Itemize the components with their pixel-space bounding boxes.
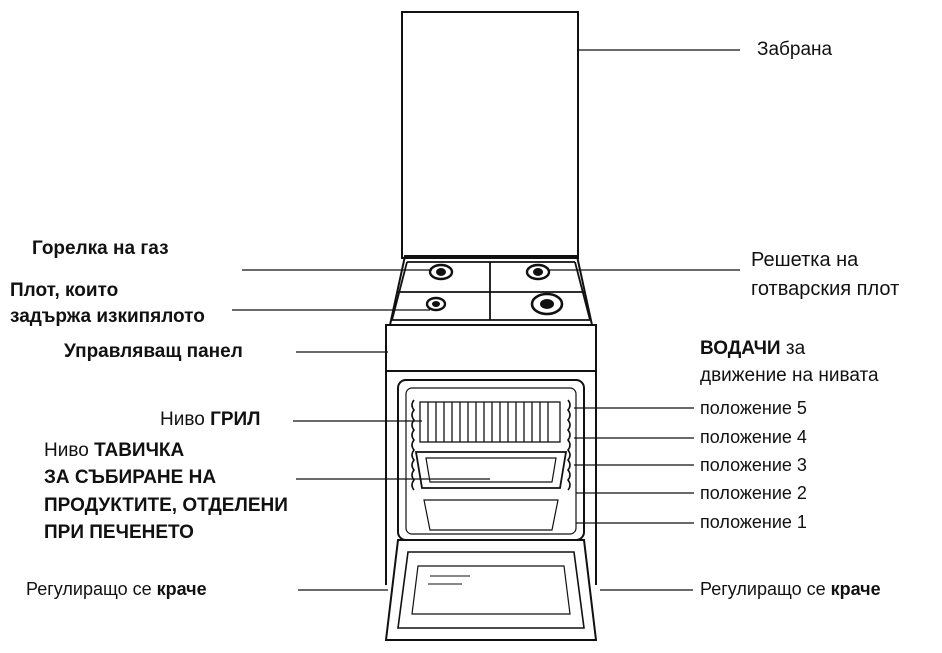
label-tray-prefix: Ниво (44, 440, 95, 461)
label-position-3: положение 3 (700, 455, 807, 475)
label-spill-top-line1: Плот, които (10, 280, 119, 301)
label-grill-level-bold: ГРИЛ (210, 409, 261, 430)
label-position-5: положение 5 (700, 398, 807, 418)
label-tray-line1: Ниво ТАВИЧКА (44, 440, 184, 462)
label-spill-top-line2: задържа изкипялото (10, 306, 205, 327)
label-guides-line1: ВОДАЧИ за (700, 338, 805, 360)
label-foot-right: Регулиращо се краче (700, 578, 881, 600)
label-tray-line2: ЗА СЪБИРАНЕ НА (44, 467, 217, 488)
splash-guard-shape (401, 11, 579, 259)
label-tray-line3: ПРОДУКТИТЕ, ОТДЕЛЕНИ (44, 495, 288, 516)
label-gas-burner: Горелка на газ (32, 238, 169, 259)
label-foot-left-bold: краче (156, 579, 207, 599)
label-grill-level: Ниво ГРИЛ (160, 409, 261, 431)
hob-top (388, 255, 594, 326)
label-control-panel: Управляващ панел (64, 341, 243, 362)
grill-rack (419, 401, 561, 443)
label-guides-line2: движение на нивата (700, 365, 879, 386)
label-position-1: положение 1 (700, 512, 807, 532)
oven-door (384, 539, 598, 641)
label-foot-right-bold: краче (830, 579, 881, 599)
drip-tray (414, 451, 568, 489)
label-position-4: положение 4 (700, 427, 807, 447)
label-hob-grid-line2: готварския плот (751, 278, 900, 300)
label-tray-bold-1: ТАВИЧКА (94, 440, 185, 461)
label-guides-bold: ВОДАЧИ (700, 338, 781, 359)
label-foot-left-prefix: Регулиращо се (26, 579, 157, 599)
label-guides-suffix: за (780, 338, 806, 359)
side-guides (411, 399, 571, 491)
control-panel-shape (385, 324, 597, 372)
leader-lines (232, 269, 740, 591)
label-foot-left: Регулиращо се краче (26, 578, 207, 600)
hob-grid (391, 261, 591, 321)
label-foot-right-prefix: Регулиращо се (700, 579, 831, 599)
label-tray-line4: ПРИ ПЕЧЕНЕТО (44, 522, 194, 543)
label-hob-grid-line1: Решетка на (751, 249, 859, 271)
label-grill-level-prefix: Ниво (160, 409, 211, 430)
label-splash-guard: Забрана (757, 39, 833, 60)
label-position-2: положение 2 (700, 483, 807, 503)
burners (425, 263, 564, 316)
